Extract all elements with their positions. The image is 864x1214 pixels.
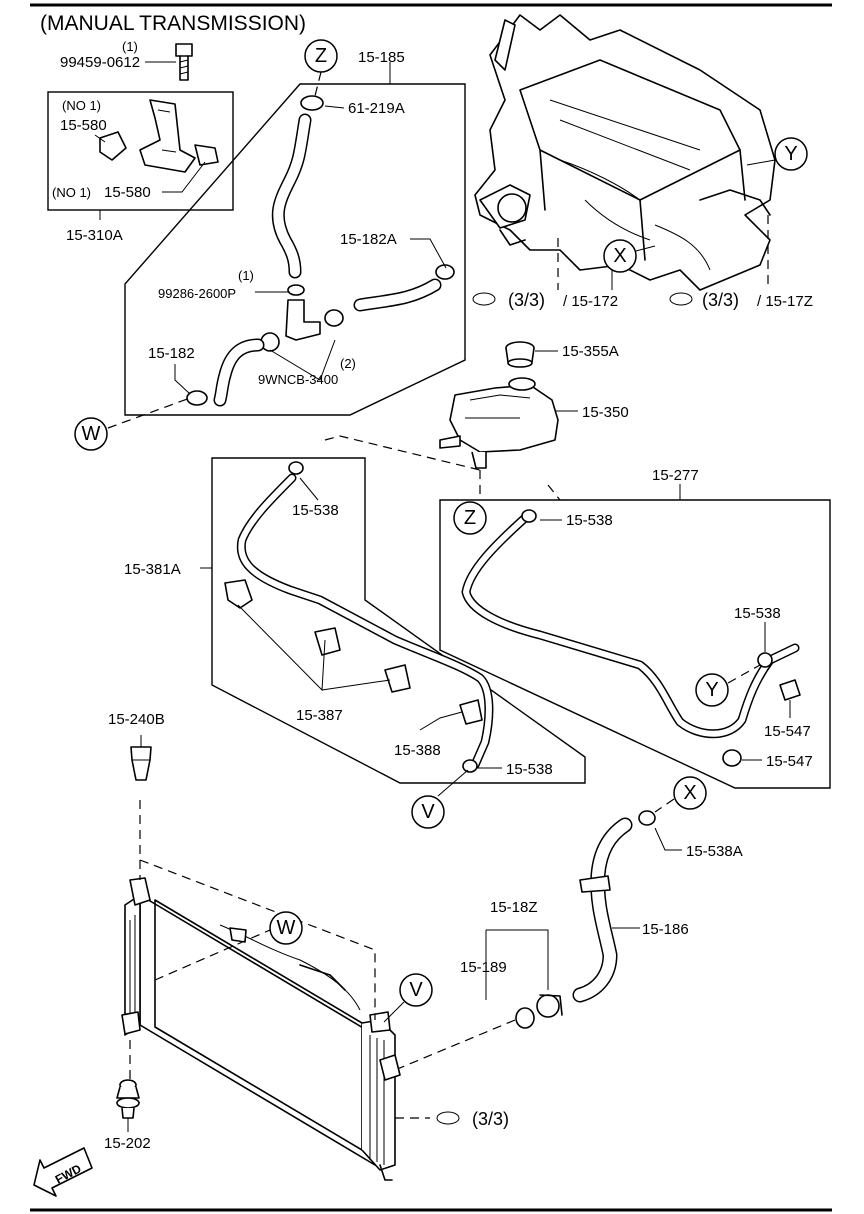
callout-x-mid [673,776,707,810]
reservoir-15-350 [439,377,559,469]
label-99459-0612: 99459-0612 [60,54,140,71]
label-15-240B: 15-240B [108,711,165,728]
cap-15-355A [505,341,535,368]
hose-15-277 [461,509,801,767]
callout-w-left [74,417,108,451]
label-15-547-b: 15-547 [766,753,813,770]
callout-x-top [603,239,637,273]
label-15-172: / 15-172 [563,293,618,310]
label-15-355A: 15-355A [562,343,619,360]
hose-15-182A [353,264,455,312]
box-15-185 [124,83,466,416]
label-ref-33-a: (3/3) [508,290,545,310]
label-15-538-b: 15-538 [734,605,781,622]
label-15-182: 15-182 [148,345,195,362]
label-15-538-a: 15-538 [566,512,613,529]
label-15-18Z: 15-18Z [490,899,538,916]
label-qty-9WNCB: (2) [340,356,356,371]
label-no1-b: (NO 1) [52,185,91,200]
box-15-381A [211,457,586,784]
label-15-538-c: 15-538 [292,502,339,519]
label-15-388: 15-388 [394,742,441,759]
box-15-310A [47,91,234,211]
callout-v-bottom-letter: V [409,979,423,1001]
box-15-277 [439,499,831,789]
callout-y-mid [695,673,729,707]
bolt-99459 [175,43,193,81]
ref-cloud-c [436,1111,460,1125]
label-61-219A: 61-219A [348,100,405,117]
label-qty-99286: (1) [238,268,254,283]
diagram-title: (MANUAL TRANSMISSION) [40,12,306,35]
callout-z-top-letter: Z [315,45,327,67]
label-15-580-a: 15-580 [60,117,107,134]
radiator [121,877,401,1181]
callout-x-top-letter: X [613,245,626,267]
callout-w-left-letter: W [82,423,101,445]
hose-15-381A [236,461,494,773]
callout-w-bottom [269,911,303,945]
label-15-350: 15-350 [582,404,629,421]
clip-15-387 [224,579,411,693]
label-15-185: 15-185 [358,49,405,66]
label-15-310A: 15-310A [66,227,123,244]
callout-z-mid [453,501,487,535]
label-15-547-a: 15-547 [764,723,811,740]
callout-v-bottom [399,973,433,1007]
callout-y-top [774,137,808,171]
ref-cloud-a [472,292,496,306]
engine-illustration [474,14,776,291]
hose-15-182 [186,338,265,407]
label-15-17Z: / 15-17Z [757,293,813,310]
label-15-189: 15-189 [460,959,507,976]
label-qty-99459: (1) [122,39,138,54]
label-9WNCB-3400: 9WNCB-3400 [258,372,338,387]
label-no1-a: (NO 1) [62,98,101,113]
callout-y-mid-letter: Y [705,679,718,701]
grommet-15-240B [130,735,152,781]
ref-cloud-b [669,292,693,306]
hose-15-186 [572,810,656,1003]
callout-w-bottom-letter: W [277,917,296,939]
tee-fitting-9WNCB [260,299,344,352]
label-15-202: 15-202 [104,1135,151,1152]
callout-x-mid-letter: X [683,782,696,804]
label-15-538-d: 15-538 [506,761,553,778]
callout-v-mid-letter: V [421,801,435,823]
bracket-15-580 [99,99,219,173]
callout-y-top-letter: Y [784,143,797,165]
label-15-381A: 15-381A [124,561,181,578]
callout-v-mid [411,795,445,829]
label-15-182A: 15-182A [340,231,397,248]
fwd-arrow-icon [33,1147,93,1197]
hose-upper-15-185 [271,95,324,296]
clamp-15-189 [515,994,563,1029]
label-ref-33-b: (3/3) [702,290,739,310]
label-15-277: 15-277 [652,467,699,484]
label-15-580-b: 15-580 [104,184,151,201]
label-99286-2600P: 99286-2600P [158,286,236,301]
callout-z-mid-letter: Z [464,507,476,529]
label-15-387: 15-387 [296,707,343,724]
insulator-15-202 [116,1079,140,1132]
label-ref-33-c: (3/3) [472,1109,509,1129]
label-15-186: 15-186 [642,921,689,938]
clip-15-388 [459,699,483,725]
label-15-538A: 15-538A [686,843,743,860]
